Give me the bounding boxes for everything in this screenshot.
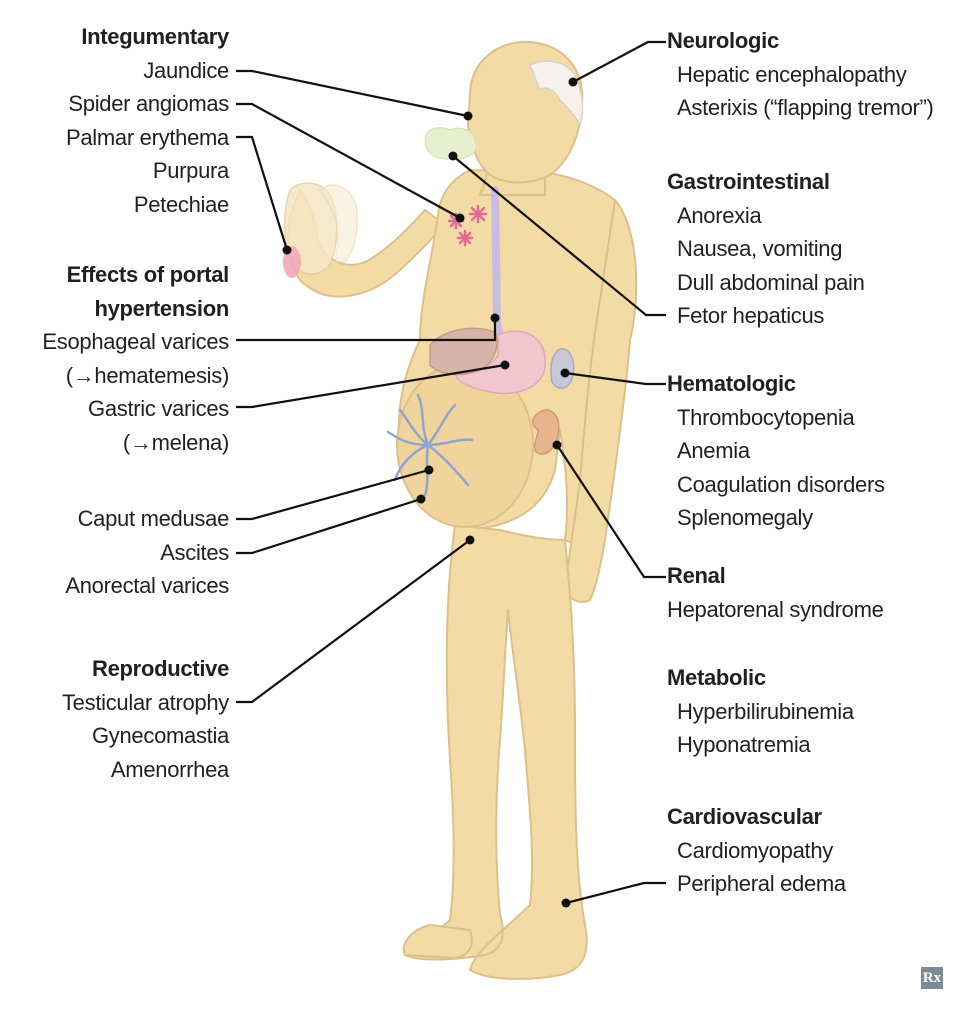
label-jaundice: Jaundice bbox=[143, 57, 229, 83]
fetor-breath-cloud bbox=[424, 127, 477, 160]
cardiovascular-group: Cardiovascular Cardiomyopathy Peripheral… bbox=[667, 800, 846, 901]
label-petechiae: Petechiae bbox=[133, 191, 229, 217]
rx-badge: Rx bbox=[921, 967, 943, 989]
body-silhouette bbox=[287, 40, 638, 980]
label-peripheral-edema: Peripheral edema bbox=[677, 871, 846, 896]
label-anorectal-varices: Anorectal varices bbox=[65, 573, 229, 598]
label-hyperbilirubinemia: Hyperbilirubinemia bbox=[677, 698, 854, 724]
label-esophageal-varices: Esophageal varices bbox=[42, 329, 229, 354]
label-thrombocytopenia: Thrombocytopenia bbox=[677, 404, 855, 430]
label-testicular-atrophy: Testicular atrophy bbox=[61, 689, 229, 715]
label-coagulation-disorders: Coagulation disorders bbox=[677, 471, 885, 497]
integumentary-heading: Integumentary bbox=[81, 24, 229, 49]
spider-angiomas bbox=[447, 204, 488, 247]
label-ascites: Ascites bbox=[160, 539, 229, 565]
label-purpura: Purpura bbox=[152, 158, 229, 183]
leader-lines bbox=[236, 40, 666, 905]
label-gynecomastia: Gynecomastia bbox=[91, 723, 229, 748]
metabolic-heading: Metabolic bbox=[667, 665, 766, 690]
label-caput-medusae: Caput medusae bbox=[77, 506, 230, 531]
metabolic-group: Metabolic Hyperbilirubinemia Hyponatremi… bbox=[667, 661, 854, 762]
label-nausea-vomiting: Nausea, vomiting bbox=[677, 236, 843, 261]
label-amenorrhea: Amenorrhea bbox=[110, 756, 229, 782]
label-melena: (→melena) bbox=[122, 429, 229, 455]
label-anorexia: Anorexia bbox=[677, 202, 762, 228]
hematologic-group: Hematologic Thrombocytopenia Anemia Coag… bbox=[667, 367, 885, 535]
integumentary-group: Integumentary Jaundice Spider angiomas P… bbox=[66, 20, 229, 221]
label-anemia: Anemia bbox=[677, 438, 750, 463]
reproductive-heading: Reproductive bbox=[92, 656, 229, 681]
gastrointestinal-group: Gastrointestinal Anorexia Nausea, vomiti… bbox=[667, 165, 865, 333]
cardiovascular-heading: Cardiovascular bbox=[667, 804, 822, 829]
label-asterixis: Asterixis (“flapping tremor”) bbox=[677, 95, 934, 120]
portal-heading-line1: Effects of portal bbox=[66, 262, 230, 287]
portal-heading-line2: hypertension bbox=[94, 295, 229, 321]
hair bbox=[529, 60, 584, 127]
reproductive-group: Reproductive Testicular atrophy Gynecoma… bbox=[62, 652, 229, 786]
neurologic-group: Neurologic Hepatic encephalopathy Asteri… bbox=[667, 24, 934, 125]
label-hepatic-encephalopathy: Hepatic encephalopathy bbox=[677, 61, 907, 87]
label-cardiomyopathy: Cardiomyopathy bbox=[677, 837, 833, 863]
label-fetor-hepaticus: Fetor hepaticus bbox=[677, 303, 825, 328]
portal-hypertension-group: Effects of portal hypertension Esophagea… bbox=[42, 258, 229, 459]
renal-heading: Renal bbox=[667, 563, 726, 588]
label-dull-abdominal-pain: Dull abdominal pain bbox=[677, 269, 865, 295]
gastrointestinal-heading: Gastrointestinal bbox=[667, 169, 830, 194]
label-hematemesis: (→hematemesis) bbox=[65, 362, 230, 388]
label-splenomegaly: Splenomegaly bbox=[677, 505, 813, 530]
label-hyponatremia: Hyponatremia bbox=[677, 732, 811, 757]
spleen bbox=[550, 348, 575, 389]
leader-dots bbox=[282, 77, 578, 908]
kidney bbox=[532, 409, 560, 455]
label-gastric-varices: Gastric varices bbox=[88, 396, 229, 421]
neurologic-heading: Neurologic bbox=[667, 28, 779, 53]
label-hepatorenal-syndrome: Hepatorenal syndrome bbox=[667, 596, 884, 622]
renal-group: Renal Hepatorenal syndrome bbox=[667, 559, 884, 626]
label-palmar-erythema: Palmar erythema bbox=[65, 124, 229, 150]
abdominal-group: Caput medusae Ascites Anorectal varices bbox=[65, 502, 229, 603]
label-spider-angiomas: Spider angiomas bbox=[68, 91, 229, 116]
hematologic-heading: Hematologic bbox=[667, 371, 796, 396]
